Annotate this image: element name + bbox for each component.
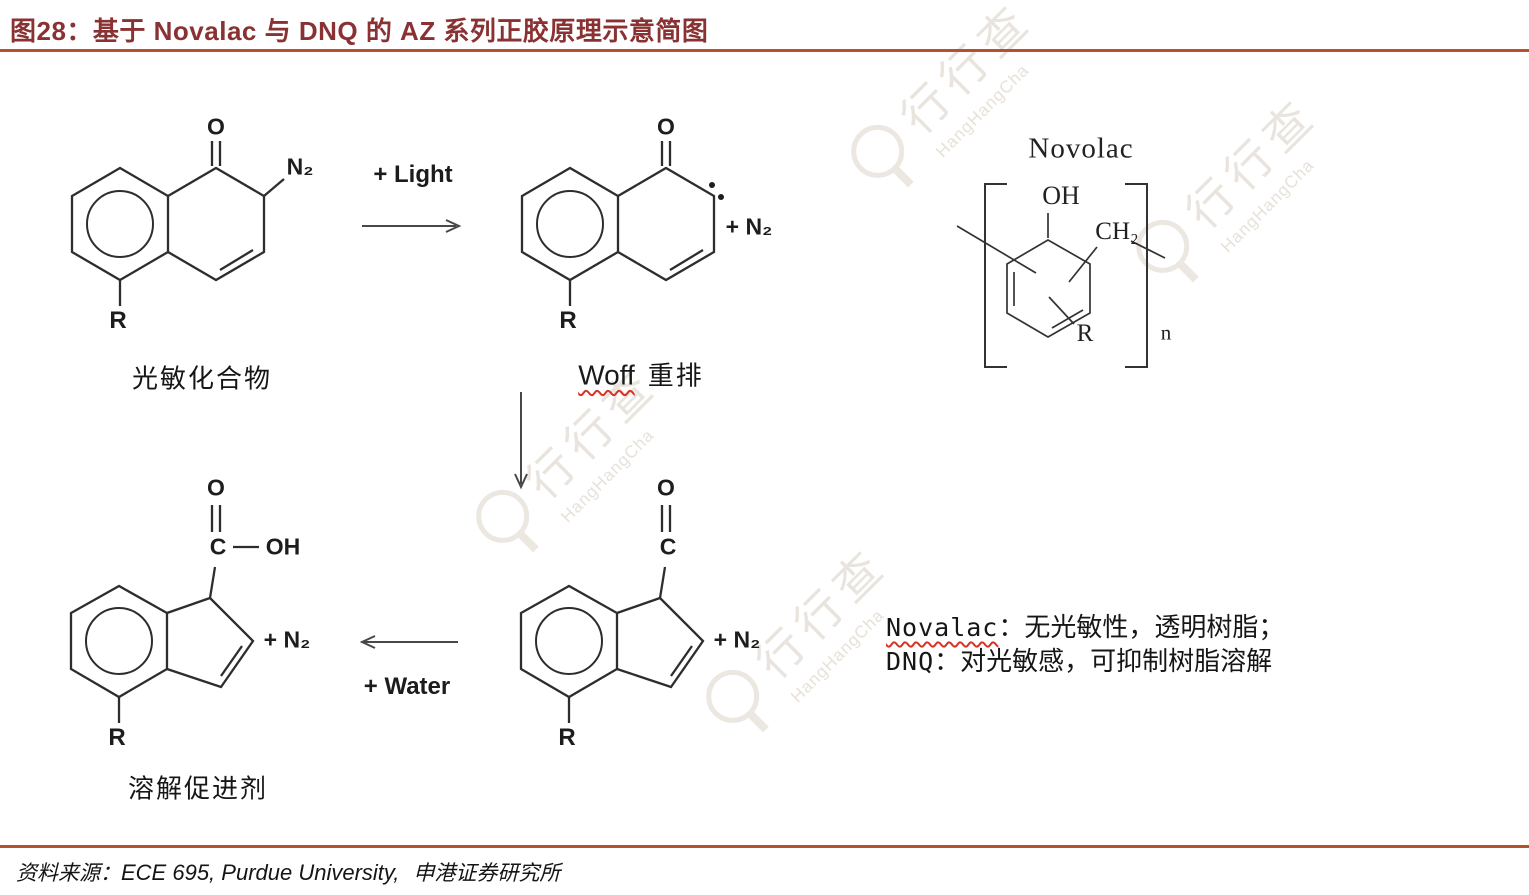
novolac-r-label: R xyxy=(1076,320,1094,347)
carbene-electron-dot xyxy=(709,182,715,188)
dnq-r-label: R xyxy=(109,307,127,334)
note-novalac-word: Novalac xyxy=(886,613,999,642)
note-dnq-text: ：对光敏感，可抑制树脂溶解 xyxy=(934,647,1273,677)
carbene-electron-dot xyxy=(718,194,724,200)
ketene-structure xyxy=(519,505,705,723)
dnq-structure xyxy=(70,141,285,306)
wolff-rearrangement-caption: Woff 重排 xyxy=(578,356,704,393)
carbene-structure xyxy=(520,141,724,306)
acid-caption: 溶解促进剂 xyxy=(127,774,269,805)
acid-oxygen-label: O xyxy=(207,474,225,501)
water-arrow xyxy=(359,635,458,649)
light-arrow xyxy=(362,219,462,233)
polymer-chain-left-bond xyxy=(956,225,1037,274)
title-divider xyxy=(0,49,1529,52)
novolac-oh-label: OH xyxy=(1042,181,1080,210)
dnq-n2-label: N₂ xyxy=(286,153,314,180)
dnq-oxygen-label: O xyxy=(207,113,225,140)
novolac-title: Novolac xyxy=(1028,132,1134,165)
note-line-novalac: Novalac：无光敏性，透明树脂； xyxy=(886,611,1284,645)
novolac-n-subscript: n xyxy=(1160,320,1172,345)
source-english: ECE 695, Purdue University, xyxy=(121,860,400,885)
polymer-chain-right-bond xyxy=(1130,240,1166,259)
left-bracket xyxy=(984,183,1007,368)
ketene-carbon-label: C xyxy=(659,533,677,560)
note-line-dnq: DNQ：对光敏感，可抑制树脂溶解 xyxy=(886,645,1284,679)
water-arrow-label: + Water xyxy=(363,673,451,700)
footer-divider xyxy=(0,845,1529,848)
aromatic-ring-circle xyxy=(85,607,153,675)
ketene-plus-n2-label: + N₂ xyxy=(713,626,761,653)
right-bracket xyxy=(1125,183,1148,368)
carbene-plus-n2-label: + N₂ xyxy=(725,213,773,240)
source-line: 资料来源：ECE 695, Purdue University, 申港证券研究所 xyxy=(16,857,560,887)
wolff-caption-en: Woff xyxy=(578,359,635,391)
carbene-r-label: R xyxy=(559,307,577,334)
acid-carbon-label: C xyxy=(209,533,227,560)
ketene-r-label: R xyxy=(558,724,576,751)
note-novalac-text: ：无光敏性，透明树脂； xyxy=(998,613,1285,643)
aromatic-ring-circle xyxy=(86,190,154,258)
wolff-caption-cn: 重排 xyxy=(647,361,704,392)
note-block: Novalac：无光敏性，透明树脂； DNQ：对光敏感，可抑制树脂溶解 xyxy=(886,611,1284,679)
source-suffix: 申港证券研究所 xyxy=(413,861,561,885)
source-prefix: 资料来源： xyxy=(16,861,121,885)
figure-title: 图28：基于 Novalac 与 DNQ 的 AZ 系列正胶原理示意简图 xyxy=(10,16,709,46)
note-dnq-word: DNQ xyxy=(886,647,935,676)
aromatic-ring-circle xyxy=(536,190,604,258)
novolac-structure xyxy=(956,183,1166,368)
acid-plus-n2-label: + N₂ xyxy=(263,626,311,653)
novolac-ch2-label: CH₂ xyxy=(1095,218,1139,245)
acid-oh-label: OH xyxy=(265,533,301,560)
acid-r-label: R xyxy=(108,724,126,751)
light-arrow-label: + Light xyxy=(373,161,453,188)
dnq-caption: 光敏化合物 xyxy=(131,364,273,395)
ketene-oxygen-label: O xyxy=(657,474,675,501)
indene-acid-structure xyxy=(69,505,259,723)
aromatic-ring-circle xyxy=(535,607,603,675)
carbene-oxygen-label: O xyxy=(657,113,675,140)
down-arrow xyxy=(514,392,528,490)
